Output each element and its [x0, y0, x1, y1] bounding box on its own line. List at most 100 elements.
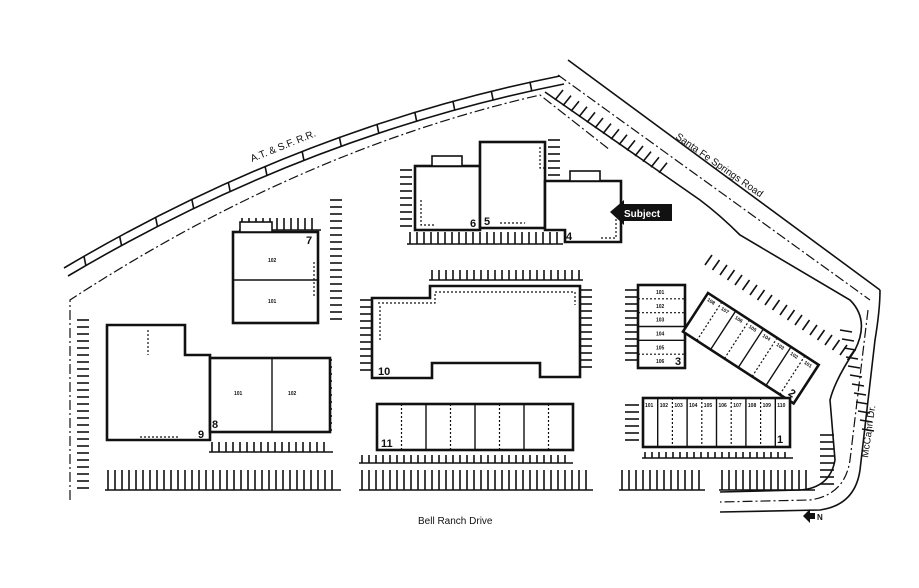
- unit-label: 106: [733, 315, 743, 325]
- building-4: 4: [543, 170, 623, 244]
- parking-stall: [847, 365, 861, 369]
- building-number: 4: [566, 231, 573, 243]
- parking-stall: [734, 274, 743, 286]
- parking-stall: [711, 259, 721, 271]
- railroad: [63, 75, 565, 277]
- property-line: [69, 94, 611, 500]
- parking-stall: [650, 156, 660, 168]
- building-number: 11: [381, 438, 393, 450]
- subject-label: Subject: [624, 209, 661, 220]
- railroad-tie: [452, 100, 456, 111]
- parking-stall: [855, 401, 869, 405]
- parking-stall: [719, 264, 728, 276]
- santa-fe-road-label: Santa Fe Springs Road: [673, 131, 764, 200]
- unit-label: 104: [689, 403, 698, 409]
- parking-stall: [562, 95, 572, 107]
- unit-label: 106: [719, 403, 728, 409]
- railroad-tie: [83, 255, 87, 267]
- railroad-tie: [118, 235, 123, 247]
- unit-label: 101: [802, 360, 812, 370]
- parking-stalls: [77, 89, 875, 491]
- unit-label: 107: [733, 403, 742, 409]
- parking-stall: [824, 334, 833, 346]
- unit-label: 108: [748, 403, 757, 409]
- unit-label: 109: [763, 403, 772, 409]
- railroad-tie: [227, 181, 232, 193]
- parking-stall: [779, 304, 788, 316]
- parking-stall: [626, 139, 636, 151]
- parking-stall: [634, 145, 644, 157]
- unit-label: 103: [674, 403, 683, 409]
- unit-divider: [765, 346, 792, 386]
- unit-label: 103: [656, 318, 665, 324]
- parking-stall: [861, 428, 875, 432]
- railroad-tie: [413, 111, 418, 122]
- building-number: 7: [306, 235, 312, 247]
- north-arrow-icon: N: [803, 509, 823, 523]
- unit-label: 102: [656, 304, 665, 310]
- parking-stall: [618, 134, 628, 146]
- unit-label: 101: [234, 391, 243, 397]
- parking-stall: [846, 349, 856, 361]
- unit-label: 104: [761, 333, 771, 343]
- parking-stall: [756, 289, 766, 301]
- parking-stall: [658, 162, 668, 174]
- north-label: N: [817, 513, 823, 522]
- building-number: 2: [786, 387, 798, 400]
- building-8: 101 102 8: [208, 356, 332, 434]
- parking-stall: [816, 329, 826, 341]
- building-number: 5: [484, 216, 490, 228]
- parking-stall: [839, 344, 848, 356]
- building-5: 5: [478, 140, 547, 230]
- parking-stall: [771, 299, 781, 311]
- parking-stall: [764, 294, 773, 306]
- parking-stall: [853, 392, 867, 396]
- building-number: 8: [212, 419, 218, 431]
- building-number: 9: [198, 429, 204, 441]
- railroad-tie: [376, 123, 380, 135]
- railroad-tie: [264, 165, 268, 177]
- unit-label: 107: [719, 306, 729, 316]
- parking-stall: [594, 117, 604, 129]
- parking-stall: [851, 383, 865, 387]
- railroad-tie: [154, 216, 159, 228]
- parking-stall: [794, 314, 803, 326]
- building-7: 102 101 7: [231, 221, 320, 325]
- parking-stall: [843, 347, 857, 351]
- unit-label: 101: [645, 403, 654, 409]
- railroad-tie: [190, 198, 195, 210]
- parking-stall: [749, 284, 758, 296]
- parking-stall: [586, 111, 596, 123]
- building-10: 10: [370, 284, 582, 380]
- parking-stall: [809, 324, 818, 336]
- unit-label: 105: [704, 403, 713, 409]
- unit-label: 104: [656, 331, 665, 337]
- building-number: 10: [378, 366, 390, 378]
- unit-label: 102: [789, 351, 799, 361]
- unit-label: 102: [288, 391, 297, 397]
- parking-stall: [857, 410, 871, 414]
- unit-label: 105: [747, 324, 757, 334]
- building-number: 1: [777, 434, 783, 446]
- parking-stall: [849, 374, 863, 378]
- unit-label: 101: [656, 290, 665, 296]
- parking-stall: [554, 89, 564, 101]
- unit-label: 102: [268, 258, 277, 264]
- parking-stall: [801, 319, 811, 331]
- railroad-tie: [490, 90, 495, 101]
- parking-stall: [786, 309, 796, 321]
- parking-stall: [831, 339, 841, 351]
- unit-label: 106: [656, 359, 665, 365]
- parking-stall: [610, 128, 620, 140]
- unit-label: 101: [268, 299, 277, 305]
- parking-stall: [726, 269, 736, 281]
- parking-stall: [841, 338, 855, 342]
- parking-stall: [741, 279, 751, 291]
- parking-stall: [578, 106, 588, 118]
- building-9: 9: [105, 323, 212, 442]
- parking-stall: [704, 254, 713, 266]
